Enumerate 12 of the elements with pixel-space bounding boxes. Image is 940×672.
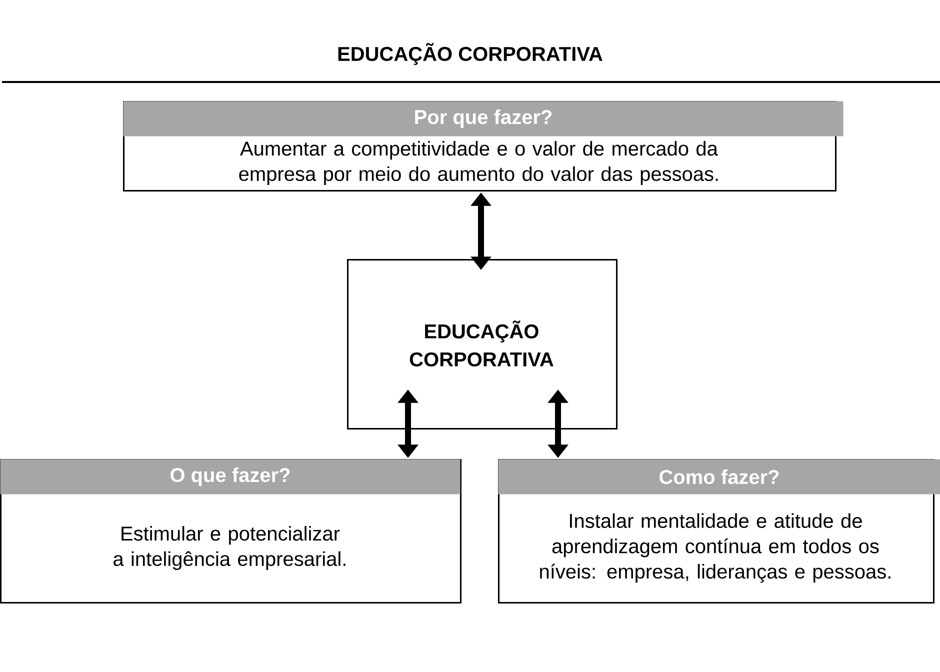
process-box xyxy=(0,459,462,604)
box-text: Instalar mentalidade e atitude de aprendizagem contínua em todos os níveis: empresa, lideranças e pessoas. xyxy=(540,513,890,583)
title: EDUCAÇÃO CORPORATIVA xyxy=(338,43,602,65)
process-box xyxy=(498,459,940,604)
header-bar: Por que fazer? xyxy=(123,101,844,136)
box-text: Estimular e potencializar a inteligência empresarial. xyxy=(114,526,346,570)
process-box xyxy=(347,259,618,430)
header-bar: O que fazer? xyxy=(0,459,460,494)
box-text: EDUCAÇÃO CORPORATIVA xyxy=(410,320,554,366)
process-box xyxy=(123,101,844,192)
header-bar: Como fazer? xyxy=(498,459,940,494)
box-text: Aumentar a competitividade e o valor de mercado da empresa por meio do aumento do valor das pessoas. xyxy=(239,141,718,185)
